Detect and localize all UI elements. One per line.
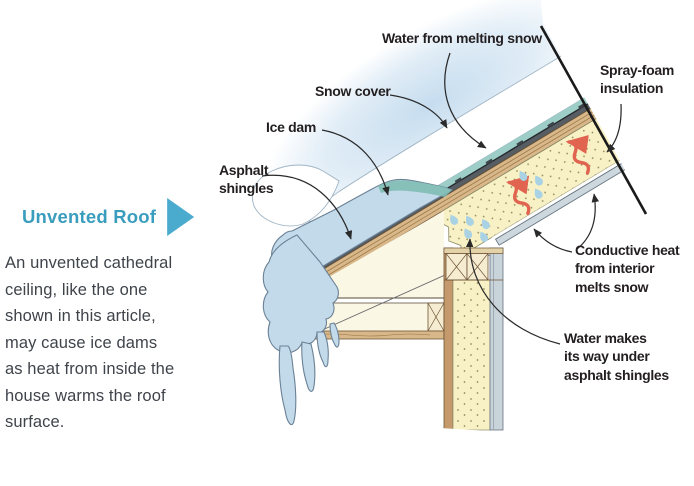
- label-ice-dam: Ice dam: [266, 119, 317, 135]
- wall-section: [440, 247, 506, 437]
- label-snow-cover: Snow cover: [315, 83, 391, 99]
- wall-top-plate: [443, 247, 504, 254]
- meltwater-film: [397, 70, 633, 217]
- label-water-from-melting-snow: Water from melting snow: [382, 30, 542, 46]
- article-heading: Unvented Roof: [22, 206, 157, 227]
- label-water-under-shingles: Water makes its way under asphalt shingl…: [564, 330, 669, 383]
- heat-wave-arrows: [505, 135, 591, 216]
- wall-top-blocking: [444, 253, 503, 281]
- snow-haze: [262, 0, 598, 222]
- label-spray-foam-insulation: Spray-foam insulation: [600, 62, 675, 97]
- wall-exterior-sheathing: [489, 247, 504, 431]
- snow-eave-lump: [252, 164, 340, 227]
- right-arrow-icon: [167, 198, 195, 236]
- section-cut-line: [539, 25, 648, 215]
- label-conductive-heat: Conductive heat from interior melts snow: [575, 242, 680, 295]
- meltwater-on-ice: [378, 180, 452, 197]
- water-droplets: [450, 170, 543, 242]
- wall-break-edge: [440, 428, 506, 437]
- callout-leader-lines: [261, 52, 622, 345]
- label-asphalt-shingles: Asphalt shingles: [219, 162, 274, 197]
- icicles: [262, 234, 340, 426]
- article-heading-row: Unvented Roof: [22, 198, 195, 236]
- article-body-text: An unvented cathedral ceiling, like the …: [5, 254, 175, 431]
- soffit-blocking: [427, 302, 445, 332]
